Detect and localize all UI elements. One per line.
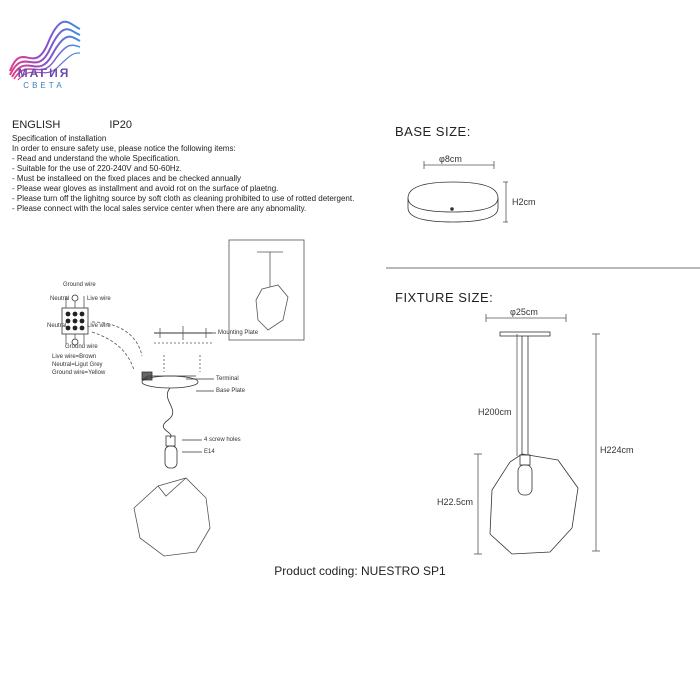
- ip-rating: IP20: [109, 119, 132, 131]
- legend-ground: Ground wire=Yellow: [52, 370, 106, 376]
- spec-line: - Suitable for the use of 220-240V and 5…: [12, 164, 182, 173]
- callout-terminal: Terminal: [216, 376, 239, 382]
- wiring-block: [61, 294, 89, 346]
- fixture-size-title: FIXTURE SIZE:: [395, 290, 494, 305]
- ground-wire-label-top: Ground wire: [63, 282, 96, 288]
- specification-block: ENGLISH IP20 Specification of installati…: [12, 118, 392, 214]
- wire-color-legend: Live wire=Brown Neutral=Ligut Grey Groun…: [52, 353, 105, 377]
- callout-lamp-type: E14: [204, 449, 215, 455]
- base-plate-drawing: [407, 161, 508, 223]
- preview-frame: [228, 239, 305, 341]
- cable: [162, 387, 174, 439]
- fixture-drawing: [474, 314, 600, 555]
- language-label: ENGLISH: [12, 119, 61, 131]
- brand-subtitle: СВЕТА: [23, 81, 65, 90]
- ground-wire-label-bottom: Ground wire: [65, 344, 98, 350]
- callout-base-plate: Base Plate: [216, 388, 246, 394]
- connection-arrow: [91, 331, 135, 371]
- shade-height: H22.5cm: [437, 497, 474, 507]
- spec-line: - Must be installeed on the fixed places…: [12, 174, 242, 183]
- live-wire-label-bottom: Live wire: [87, 323, 111, 329]
- spec-line: Specification of installation: [12, 134, 107, 143]
- neutral-label-bottom: Neutral: [47, 323, 67, 329]
- spec-line: - Please turn off the lighitng source by…: [12, 194, 355, 203]
- preview-shade: [255, 284, 289, 331]
- base-height: H2cm: [512, 197, 536, 207]
- brand-logo-waves: [9, 20, 81, 81]
- callout-screw-holes: 4 screw holes: [204, 437, 241, 443]
- callout-mounting-plate: Mounting Plate: [218, 330, 259, 336]
- spec-line: - Please connect with the local sales se…: [12, 204, 307, 213]
- live-wire-label-top: Live wire: [87, 296, 111, 302]
- bulb: [164, 445, 178, 469]
- connection-arrow: [91, 321, 143, 357]
- legend-live: Live wire=Brown: [52, 354, 97, 360]
- brand-name: МАГИЯ: [17, 66, 71, 80]
- total-height: H224cm: [600, 445, 634, 455]
- shade-outline: [133, 477, 211, 557]
- spec-line: In order to ensure safety use, please no…: [12, 144, 236, 153]
- product-coding: Product coding: NUESTRO SP1: [274, 564, 446, 578]
- fixture-diameter: φ25cm: [510, 307, 538, 317]
- spec-line: - Read and understand the whole Specific…: [12, 154, 181, 163]
- spec-line: - Please wear gloves as installment and …: [12, 184, 279, 193]
- base-diameter: φ8cm: [439, 154, 462, 164]
- rod-height: H200cm: [478, 407, 512, 417]
- base-size-title: BASE SIZE:: [395, 124, 471, 139]
- neutral-label-top: Neutral: [50, 296, 70, 302]
- legend-neutral: Neutral=Ligut Grey: [52, 362, 103, 368]
